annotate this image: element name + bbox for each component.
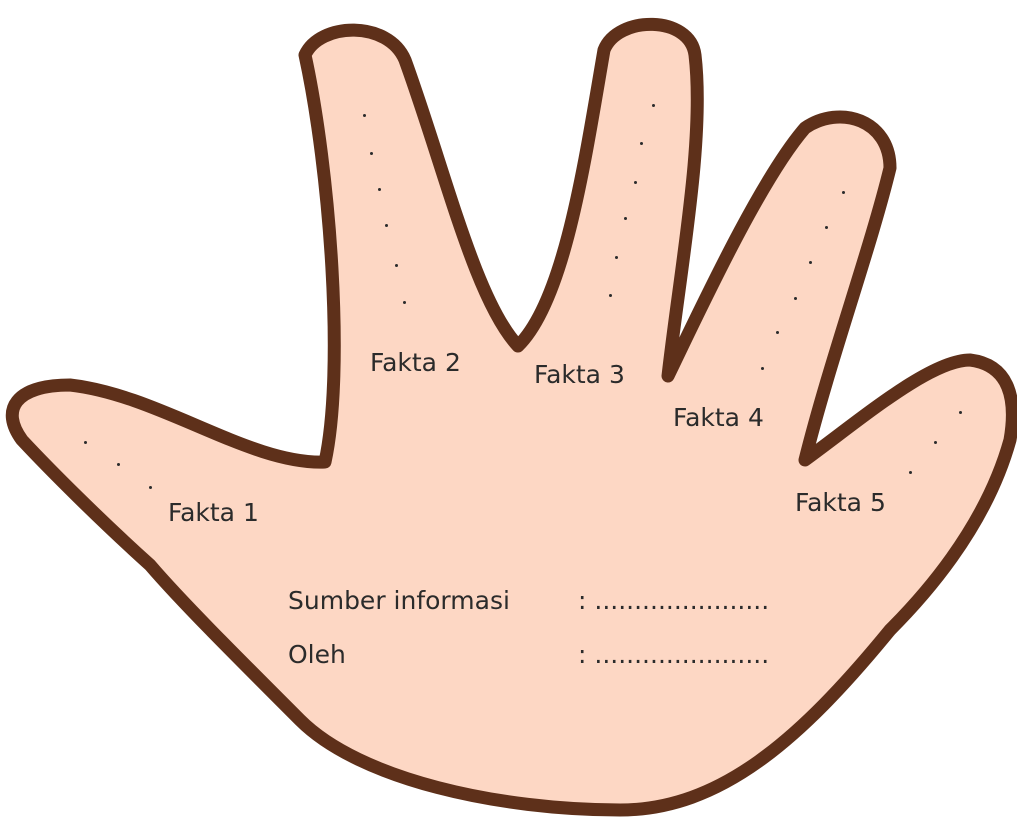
- finger-dot-4: [809, 261, 812, 264]
- finger-label-fakta-3: Fakta 3: [534, 362, 625, 387]
- finger-dot-3: [640, 142, 643, 145]
- finger-label-fakta-2: Fakta 2: [370, 350, 461, 375]
- finger-dot-1: [84, 441, 87, 444]
- finger-dot-3: [624, 217, 627, 220]
- finger-dot-2: [370, 152, 373, 155]
- hand-shape: [12, 24, 1012, 810]
- author-label: Oleh: [288, 642, 346, 667]
- finger-dot-5: [959, 411, 962, 414]
- finger-label-fakta-1: Fakta 1: [168, 500, 259, 525]
- finger-label-fakta-5: Fakta 5: [795, 490, 886, 515]
- finger-dot-4: [842, 191, 845, 194]
- finger-dot-1: [117, 463, 120, 466]
- finger-dot-2: [378, 188, 381, 191]
- finger-dot-4: [776, 331, 779, 334]
- finger-dot-3: [634, 181, 637, 184]
- finger-dot-3: [609, 294, 612, 297]
- finger-dot-4: [761, 367, 764, 370]
- finger-dot-2: [403, 301, 406, 304]
- finger-dot-3: [615, 256, 618, 259]
- finger-dot-4: [825, 226, 828, 229]
- finger-label-fakta-4: Fakta 4: [673, 405, 764, 430]
- finger-dot-1: [149, 486, 152, 489]
- finger-dot-2: [395, 264, 398, 267]
- finger-dot-2: [363, 114, 366, 117]
- finger-dot-4: [794, 297, 797, 300]
- source-value-field[interactable]: : ......................: [578, 588, 769, 613]
- finger-dot-5: [909, 471, 912, 474]
- source-label: Sumber informasi: [288, 588, 510, 613]
- finger-dot-5: [934, 441, 937, 444]
- finger-dot-2: [385, 224, 388, 227]
- finger-dot-3: [652, 104, 655, 107]
- author-value-field[interactable]: : ......................: [578, 642, 769, 667]
